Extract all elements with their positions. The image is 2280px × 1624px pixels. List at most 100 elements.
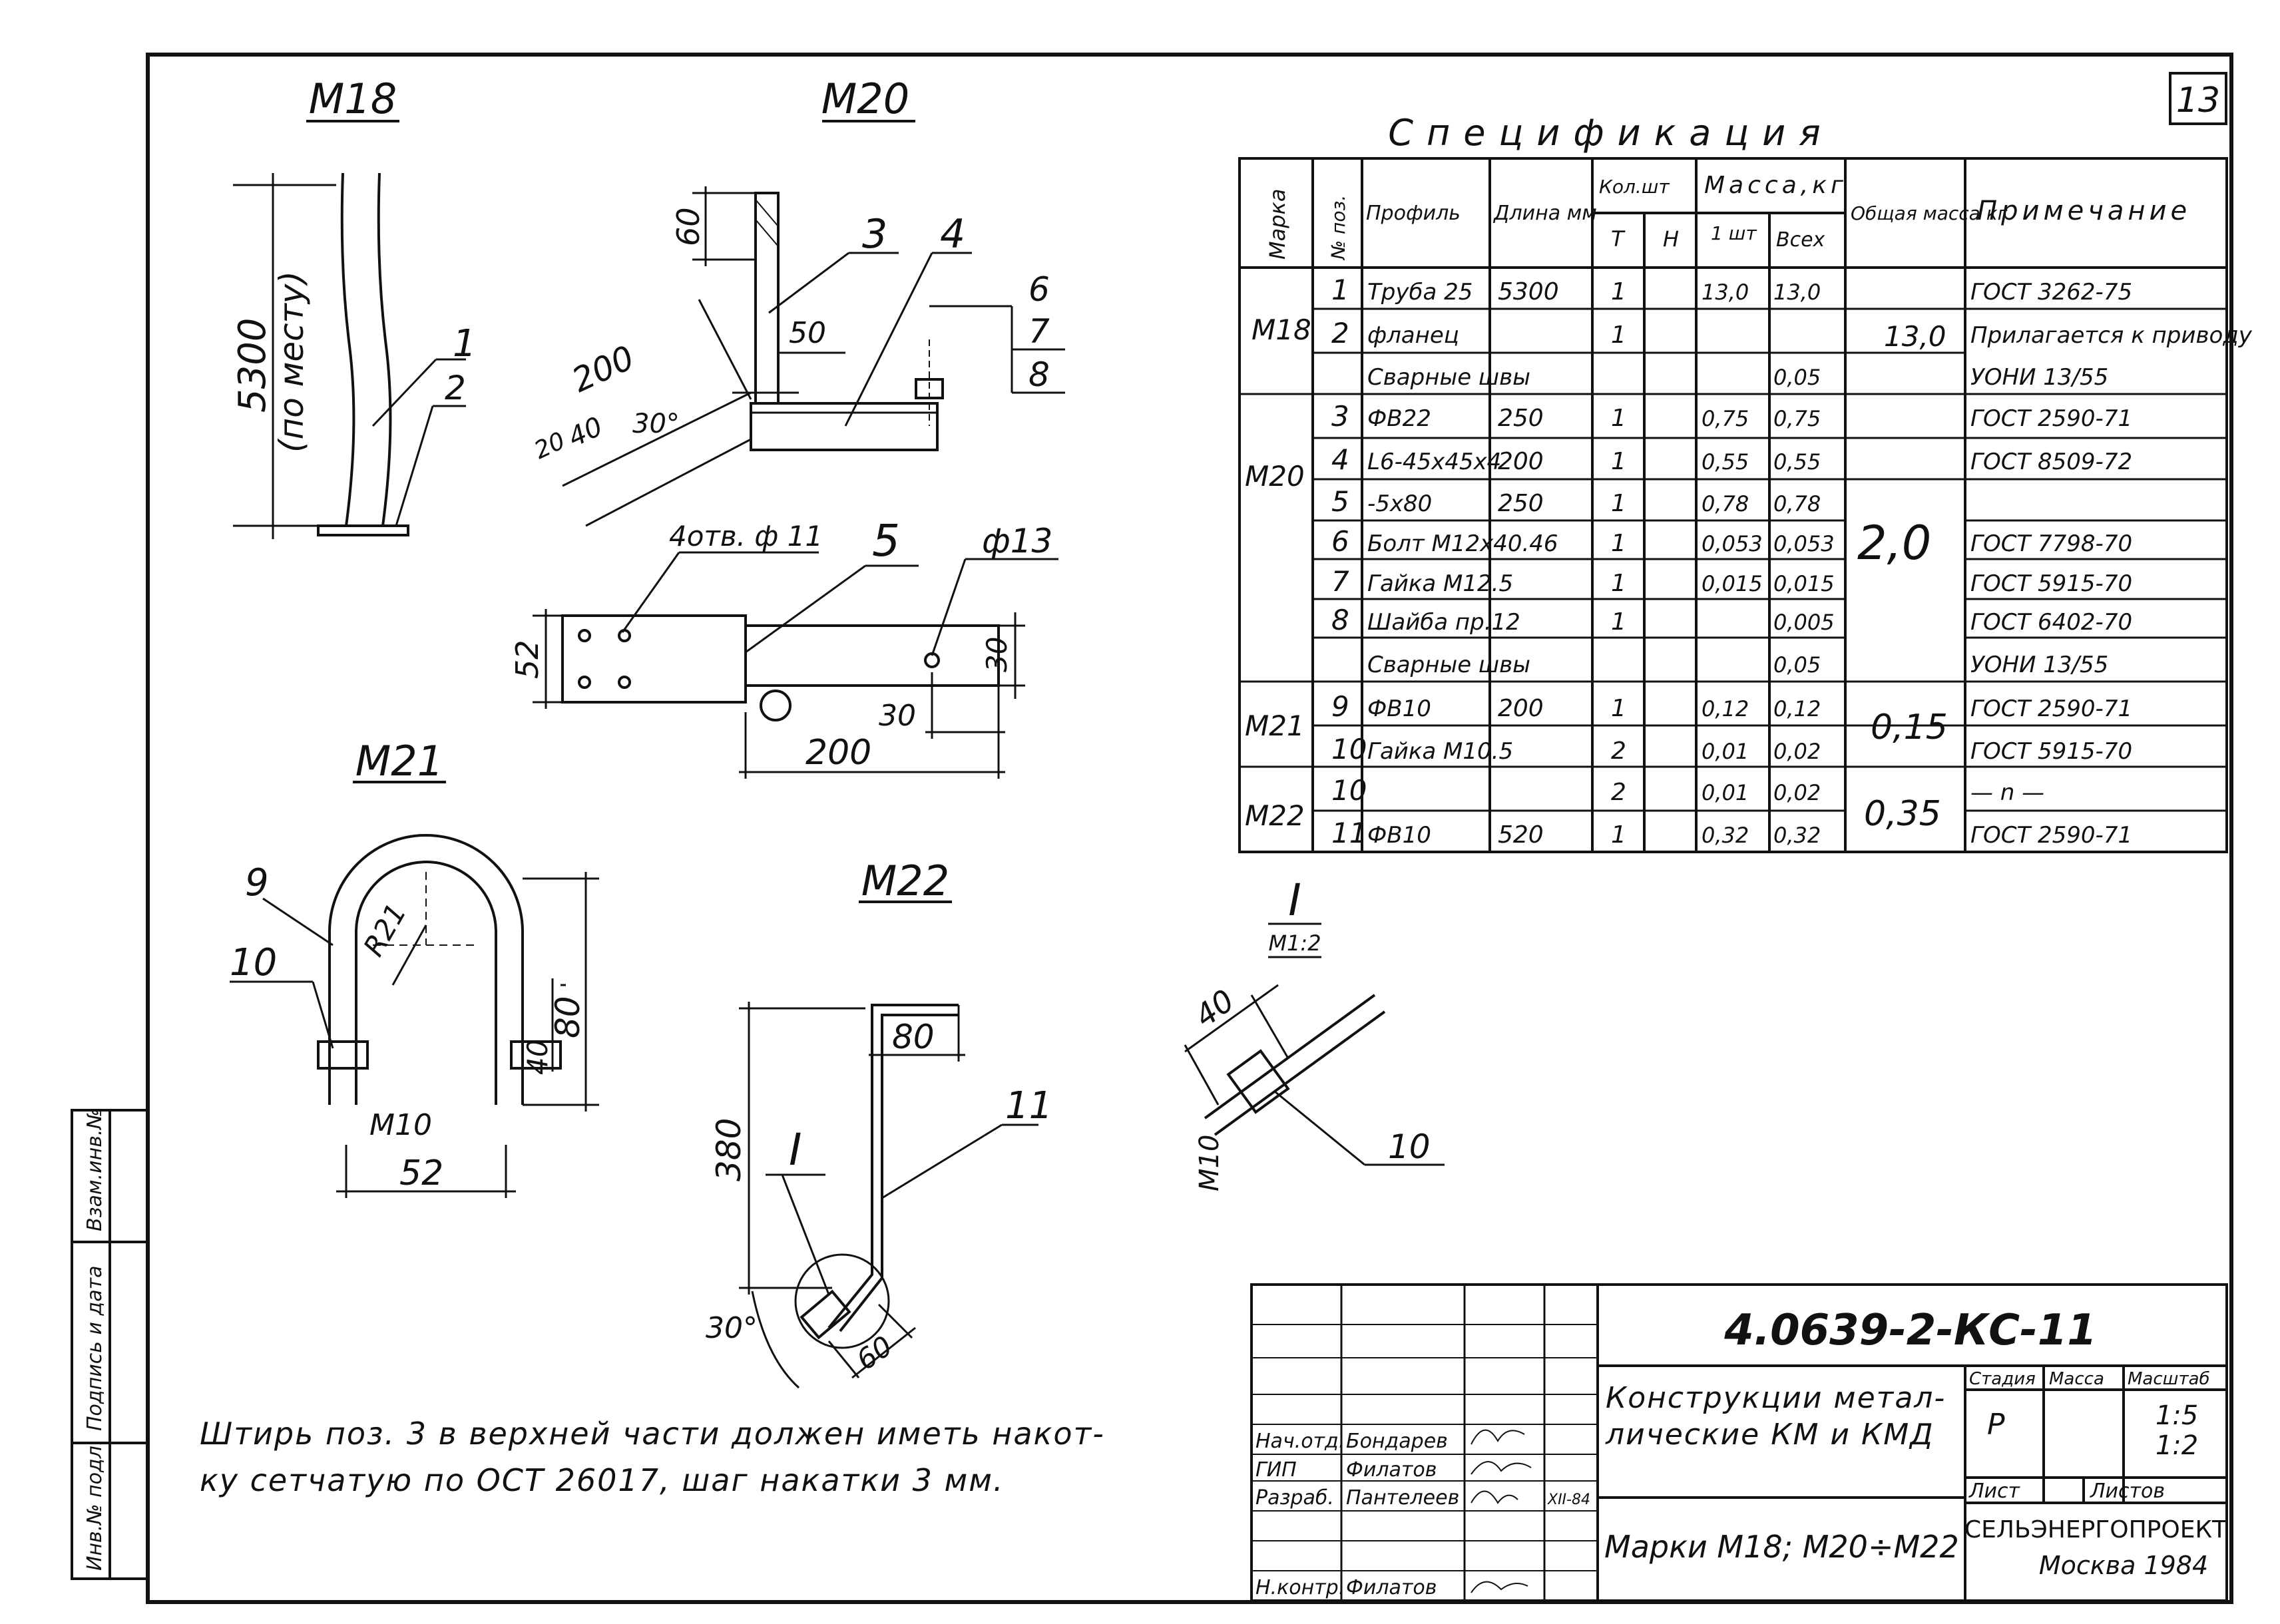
spec-cell-one: 0,32 (1702, 823, 1749, 848)
general-note: Штирь поз. 3 в верхней части должен имет… (200, 1416, 1105, 1498)
m20-pos-4: 4 (940, 211, 965, 258)
m22-dim-380: 380 (710, 1118, 748, 1181)
tb-name-2: Филатов (1346, 1458, 1437, 1482)
tb-role-3: Разраб. (1255, 1486, 1334, 1510)
m20-pos-8: 8 (1028, 355, 1050, 394)
spec-total-m22: 0,35 (1864, 794, 1941, 834)
spec-cell-all: 0,32 (1773, 823, 1821, 848)
spec-cell-profile: ФВ10 (1367, 822, 1431, 849)
spec-cell-pos: 1 (1331, 274, 1349, 306)
spec-total-m21: 0,15 (1871, 708, 1948, 747)
spec-h-n: Н (1663, 226, 1679, 252)
spec-cell-qty: 1 (1611, 570, 1626, 597)
spec-cell-all: 0,55 (1773, 449, 1821, 475)
spec-cell-pos: 8 (1331, 604, 1349, 636)
spec-cell-note: ГОСТ 6402-70 (1970, 609, 2132, 636)
spec-cell-qty: 1 (1611, 695, 1626, 722)
spec-cell-all: 0,05 (1773, 652, 1821, 678)
spec-cell-length: 250 (1498, 405, 1544, 432)
m18-dim-length: 5300 (231, 317, 274, 413)
m18-title: М18 (309, 75, 397, 123)
spec-cell-all: 0,053 (1773, 531, 1835, 556)
m20-pos-3: 3 (862, 211, 887, 258)
spec-cell-note: ГОСТ 2590-71 (1970, 696, 2132, 722)
m20-pos-6: 6 (1028, 270, 1050, 309)
m20-dim-50: 50 (789, 316, 826, 350)
spec-cell-pos: 7 (1331, 565, 1349, 598)
tb-mass-h: Масса (2049, 1369, 2104, 1389)
spec-cell-pos: 2 (1331, 317, 1349, 349)
spec-h-note: Примечание (1977, 196, 2191, 226)
sheet-frame (146, 53, 2233, 1604)
spec-h-pos: № поз. (1327, 195, 1349, 261)
spec-cell-profile: ФВ22 (1367, 405, 1431, 432)
spec-cell-all: 0,05 (1773, 365, 1821, 390)
tb-role-1: Нач.отд. (1255, 1430, 1345, 1453)
m21-r21: R21 (357, 898, 413, 962)
tb-date: XII-84 (1547, 1492, 1590, 1508)
spec-title: Спецификация (1388, 112, 1833, 154)
detail-scale: М1:2 (1268, 930, 1321, 956)
m21-dim-52: 52 (399, 1153, 443, 1193)
tb-city: Москва 1984 (2039, 1551, 2208, 1580)
side-stamp: Инв.№ подл. Подпись и дата Взам.инв.№ (71, 1108, 149, 1580)
spec-cell-one: 0,015 (1702, 571, 1763, 596)
tb-role-4: Н.контр. (1255, 1576, 1345, 1599)
tb-stage-h: Стадия (1969, 1369, 2036, 1389)
spec-cell-note: УОНИ 13/55 (1970, 652, 2108, 678)
m21-pos-9: 9 (245, 861, 269, 905)
m21-pos-10: 10 (230, 941, 277, 984)
tb-scale-h: Масштаб (2128, 1369, 2210, 1389)
detail-pos-10: 10 (1388, 1127, 1431, 1166)
tb-title-2: лические КМ и КМД (1605, 1418, 1935, 1452)
spec-cell-all: 0,12 (1773, 696, 1821, 721)
m21-dim-80: 80 (549, 996, 587, 1038)
spec-cell-note: ГОСТ 5915-70 (1970, 570, 2132, 597)
spec-cell-length: 250 (1498, 490, 1544, 517)
m22-title: М22 (861, 857, 949, 905)
m20-title: М20 (821, 75, 909, 123)
m20-dim-30a: 30 (981, 637, 1013, 672)
spec-cell-note: УОНИ 13/55 (1970, 364, 2108, 391)
m20-pos-7: 7 (1028, 312, 1050, 351)
spec-cell-profile: Гайка М12.5 (1367, 570, 1513, 597)
m20-dim-52: 52 (509, 640, 545, 679)
m18-pos-2: 2 (445, 369, 466, 407)
note-line-1: Штирь поз. 3 в верхней части должен имет… (200, 1416, 1105, 1452)
spec-cell-note: Прилагается к приводу (1970, 322, 2253, 349)
tb-stage: Р (1987, 1408, 2005, 1442)
spec-cell-pos: 11 (1331, 817, 1367, 849)
spec-cell-qty: 2 (1611, 737, 1626, 765)
m18-dim-note: (по месту) (272, 271, 311, 453)
spec-h-all: Всех (1776, 228, 1825, 252)
spec-table: Спецификация (1238, 112, 2253, 853)
spec-cell-pos: 3 (1331, 400, 1349, 433)
tb-sheets-h: Листов (2090, 1480, 2165, 1503)
tb-title-1: Конструкции метал- (1606, 1381, 1946, 1415)
spec-cell-one: 0,12 (1702, 696, 1749, 721)
detail-dim-40: 40 (1188, 982, 1241, 1034)
spec-cell-one: 0,78 (1702, 491, 1749, 516)
spec-cell-qty: 1 (1611, 321, 1626, 349)
spec-cell-all: 0,75 (1773, 406, 1821, 431)
spec-cell-note: — n — (1970, 779, 2044, 806)
spec-cell-length: 200 (1498, 448, 1544, 475)
m21-thread: М10 (369, 1108, 432, 1142)
spec-cell-length: 520 (1498, 821, 1544, 849)
spec-cell-profile: Шайба пр.12 (1367, 609, 1520, 636)
spec-cell-one: 0,01 (1702, 780, 1749, 805)
m18-pos-1: 1 (453, 322, 477, 365)
m20-angle-30: 30° (632, 409, 680, 439)
spec-cell-note: ГОСТ 8509-72 (1970, 449, 2132, 475)
spec-cell-qty: 1 (1611, 821, 1626, 849)
spec-cell-profile: фланец (1367, 322, 1459, 349)
spec-cell-all: 0,02 (1773, 780, 1821, 805)
spec-cell-note: ГОСТ 3262-75 (1970, 279, 2132, 305)
spec-cell-pos: 10 (1331, 774, 1367, 807)
spec-mark-m22: М22 (1245, 799, 1305, 832)
sheet-number: 13 (2176, 81, 2220, 120)
spec-cell-pos: 4 (1331, 443, 1349, 476)
spec-cell-one: 0,053 (1702, 531, 1763, 556)
spec-cell-one: 13,0 (1702, 280, 1749, 305)
tb-name-1: Бондарев (1346, 1430, 1448, 1453)
